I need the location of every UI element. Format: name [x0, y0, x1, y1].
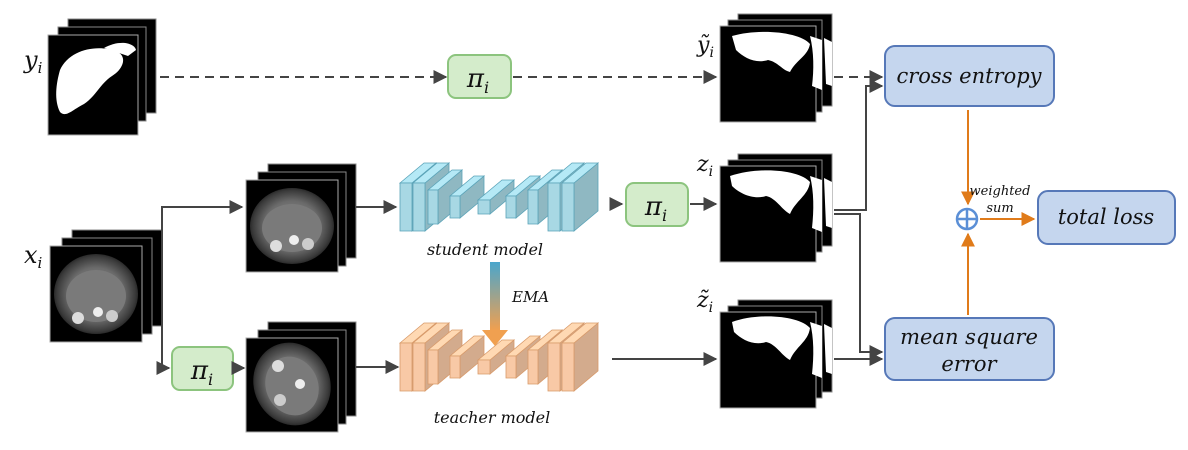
network-block	[449, 355, 461, 379]
network-block	[505, 195, 517, 219]
pi-box-mid: πi	[625, 182, 689, 227]
network-block	[547, 182, 561, 232]
network-block	[561, 342, 575, 392]
network-block	[527, 349, 539, 385]
weighted-label: weighted	[970, 184, 1031, 199]
label-z-tilde: z̃i	[696, 288, 713, 316]
mask-stack-z	[719, 153, 833, 263]
network-block	[427, 349, 439, 385]
pi-subscript: i	[208, 370, 213, 389]
network-block	[412, 342, 426, 392]
sum-symbol	[955, 207, 979, 231]
pi-box-bottom: πi	[171, 346, 234, 391]
ema-label: EMA	[511, 288, 549, 306]
label-y: yi	[23, 46, 43, 77]
label-x: xi	[24, 241, 43, 272]
mask-stack-y-tilde	[719, 13, 833, 123]
network-block	[449, 195, 461, 219]
network-block	[427, 189, 439, 225]
network-block	[547, 342, 561, 392]
weighted-sum-arrows	[961, 110, 1036, 315]
total-loss-box: total loss	[1037, 190, 1176, 245]
teacher-model-network	[398, 322, 600, 392]
pi-box-top: πi	[447, 54, 512, 99]
arrows	[156, 70, 884, 375]
label-y-tilde: ỹi	[696, 33, 714, 61]
arrow-z-to-ce	[834, 79, 884, 211]
network-block	[477, 359, 491, 375]
pi-symbol: π	[190, 356, 209, 386]
network-block	[561, 182, 575, 232]
student-model-label: student model	[427, 240, 543, 259]
svg-text:πi: πi	[466, 64, 489, 97]
network-block	[412, 182, 426, 232]
cross-entropy-box: cross entropy	[884, 45, 1055, 107]
svg-text:πi: πi	[190, 356, 213, 389]
network-block	[505, 355, 517, 379]
pi-subscript: i	[484, 78, 489, 97]
svg-text:πi: πi	[644, 192, 667, 225]
total-loss-label: total loss	[1058, 205, 1155, 229]
mask-stack-z-tilde	[719, 299, 833, 409]
pi-subscript: i	[662, 206, 667, 225]
arrow-x-to-pi	[156, 284, 171, 375]
pi-symbol: π	[466, 64, 485, 94]
sum-label: sum	[986, 201, 1013, 216]
mse-label-line1: mean square	[900, 325, 1038, 349]
network-block	[399, 182, 413, 232]
mask-stack-y	[47, 18, 157, 136]
network-block	[399, 342, 413, 392]
ct-stack-student-input	[245, 163, 357, 273]
teacher-model-label: teacher model	[434, 408, 551, 427]
pi-symbol: π	[644, 192, 663, 222]
arrow-x-to-student-input	[161, 200, 244, 284]
network-block	[527, 189, 539, 225]
mse-label-line2: error	[941, 352, 998, 376]
student-model-network	[398, 162, 600, 232]
ema-arrow: EMA	[482, 262, 549, 346]
cross-entropy-label: cross entropy	[896, 64, 1042, 88]
ct-stack-x	[49, 229, 163, 343]
mse-box: mean square error	[884, 317, 1055, 381]
arrow-z-to-mse	[834, 213, 884, 359]
label-z: zi	[696, 152, 713, 180]
network-block	[477, 199, 491, 215]
ct-stack-teacher-input	[245, 321, 357, 433]
